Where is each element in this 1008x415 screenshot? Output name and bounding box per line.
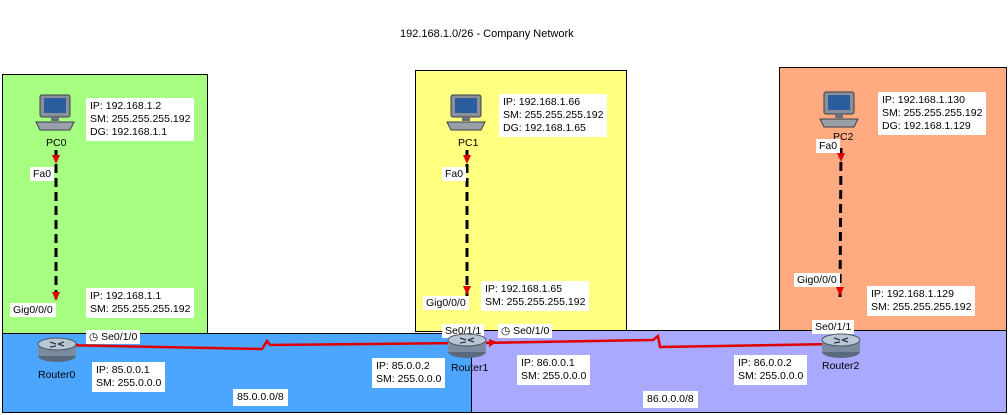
router1-wan-a-info: IP: 85.0.0.2 SM: 255.0.0.0 (372, 358, 446, 388)
pc1-sm: SM: 255.255.255.192 (503, 109, 604, 121)
router1-lan-port-label: Gig0/0/0 (423, 296, 469, 310)
pc2-info: IP: 192.168.1.130 SM: 255.255.255.192 DG… (878, 92, 987, 135)
router0-wan-ip: IP: 85.0.0.1 (96, 364, 150, 376)
router1-serial-port-b-label: ◷ Se0/1/0 (498, 324, 553, 338)
pc1-ip: IP: 192.168.1.66 (503, 96, 581, 108)
diagram-title: 192.168.1.0/26 - Company Network (396, 26, 578, 43)
router0-serial-port-label: ◷ Se0/1/0 (86, 330, 141, 344)
router2-name: Router2 (822, 360, 860, 372)
router2-wan-ip: IP: 86.0.0.2 (738, 357, 792, 369)
pc0-sm: SM: 255.255.255.192 (90, 113, 191, 125)
pc2-dg: DG: 192.168.1.129 (882, 120, 971, 132)
router1-name: Router1 (451, 362, 489, 374)
clock-icon: ◷ (89, 331, 99, 343)
router0-lan-sm: SM: 255.255.255.192 (90, 303, 191, 315)
router2-router-icon[interactable] (820, 330, 862, 360)
pc0-computer-icon[interactable] (34, 94, 76, 132)
router0-wan-info: IP: 85.0.0.1 SM: 255.0.0.0 (92, 362, 166, 392)
pc1-port-marker (463, 155, 471, 164)
pc2-sm: SM: 255.255.255.192 (882, 107, 983, 119)
router1-wan-a-ip: IP: 85.0.0.2 (376, 360, 430, 372)
router2-lan-info: IP: 192.168.1.129 SM: 255.255.255.192 (867, 286, 976, 316)
router1-wan-b-info: IP: 86.0.0.1 SM: 255.0.0.0 (517, 355, 591, 385)
router1-lan-info: IP: 192.168.1.65 SM: 255.255.255.192 (481, 281, 590, 311)
pc0-dg: DG: 192.168.1.1 (90, 126, 168, 138)
router2-lan-sm: SM: 255.255.255.192 (871, 301, 972, 313)
router0-wan-sm: SM: 255.0.0.0 (96, 377, 162, 389)
router0-lan-port-label: Gig0/0/0 (10, 303, 56, 317)
router1-lan-port-marker (463, 286, 471, 295)
pc0-name: PC0 (46, 137, 67, 149)
pc2-port-marker (837, 153, 845, 162)
router1-serial-marker-b (489, 339, 497, 347)
pc1-computer-icon[interactable] (445, 94, 487, 132)
router1-wan-b-sm: SM: 255.0.0.0 (521, 370, 587, 382)
pc1-port-label: Fa0 (442, 167, 467, 181)
pc2-computer-icon[interactable] (818, 91, 860, 129)
router2-lan-ip: IP: 192.168.1.129 (871, 288, 954, 300)
pc1-info: IP: 192.168.1.66 SM: 255.255.255.192 DG:… (499, 94, 608, 137)
pc2-router2-link (838, 147, 843, 301)
pc1-dg: DG: 192.168.1.65 (503, 122, 586, 134)
pc0-port-marker (52, 155, 60, 164)
pc1-name: PC1 (458, 137, 479, 149)
serial-link-router0-router1 (59, 338, 466, 351)
pc2-ip: IP: 192.168.1.130 (882, 94, 965, 106)
router0-lan-port-marker (52, 292, 60, 301)
clock-icon: ◷ (501, 325, 511, 337)
serial-link-router1-router2 (479, 333, 837, 349)
router2-lan-port-marker (836, 287, 844, 296)
router0-lan-info: IP: 192.168.1.1 SM: 255.255.255.192 (86, 288, 195, 318)
router1-wan-a-sm: SM: 255.0.0.0 (376, 373, 442, 385)
router2-lan-port-label: Gig0/0/0 (794, 273, 840, 287)
pc0-info: IP: 192.168.1.2 SM: 255.255.255.192 DG: … (86, 98, 195, 141)
router0-name: Router0 (38, 369, 76, 381)
pc0-ip: IP: 192.168.1.2 (90, 100, 162, 112)
pc0-port-label: Fa0 (30, 167, 55, 181)
router0-router-icon[interactable] (36, 334, 78, 364)
router2-wan-info: IP: 86.0.0.2 SM: 255.0.0.0 (734, 355, 808, 385)
pc2-port-label: Fa0 (816, 139, 841, 153)
network-86-label: 86.0.0.0/8 (643, 391, 698, 408)
router1-router-icon[interactable] (446, 330, 488, 360)
router1-wan-b-ip: IP: 86.0.0.1 (521, 357, 575, 369)
router1-lan-ip: IP: 192.168.1.65 (485, 283, 563, 295)
router2-serial-port-label: Se0/1/1 (812, 320, 855, 334)
router0-lan-ip: IP: 192.168.1.1 (90, 290, 162, 302)
router2-wan-sm: SM: 255.0.0.0 (738, 370, 804, 382)
network-85-label: 85.0.0.0/8 (233, 389, 288, 406)
router1-lan-sm: SM: 255.255.255.192 (485, 296, 586, 308)
